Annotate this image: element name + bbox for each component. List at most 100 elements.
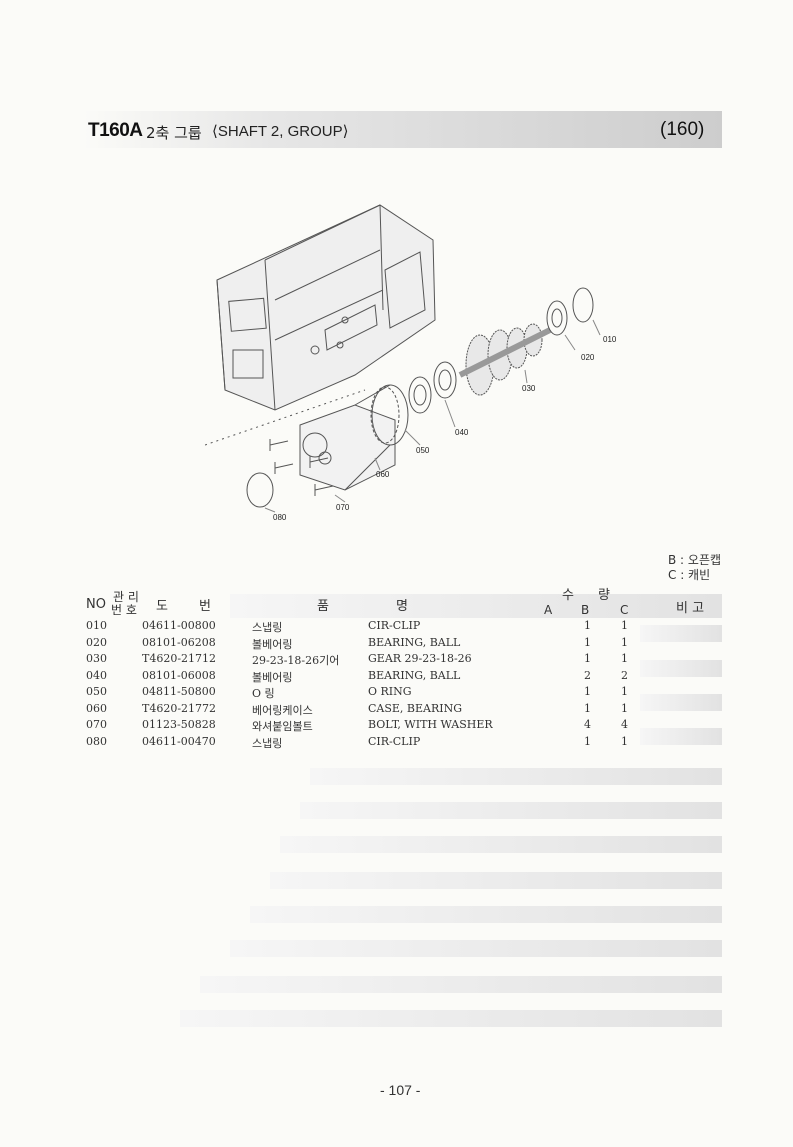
row-name-english: CIR-CLIP <box>368 619 421 632</box>
row-part-number: T4620-21772 <box>142 701 217 715</box>
row-qty-b: 1 <box>584 701 591 715</box>
transmission-housing <box>216 204 436 411</box>
row-name-korean: 스냅링 <box>252 736 283 750</box>
row-name-korean: 베어링케이스 <box>252 703 313 717</box>
callout-080: 080 <box>273 513 287 522</box>
row-shade <box>270 872 722 889</box>
row-part-number: T4620-21712 <box>142 652 217 665</box>
table-row: 060 T4620-21772 베어링케이스 CASE, BEARING 1 1 <box>84 702 644 719</box>
header-name-2: 명 <box>396 599 408 614</box>
callout-030: 030 <box>522 384 536 393</box>
row-part-number: 04611-00470 <box>142 734 216 748</box>
exploded-parts-diagram: 010 020 030 040 050 060 070 080 <box>204 190 635 530</box>
table-row: 040 08101-06008 볼베어링 BEARING, BALL 2 2 <box>84 669 644 686</box>
page-number: - 107 - <box>380 1082 421 1098</box>
row-shade <box>640 728 722 745</box>
row-shade <box>640 625 722 642</box>
legend-b: B : 오픈캡 <box>668 553 722 567</box>
header-qty-1: 수 <box>562 588 574 603</box>
bearing-040a <box>408 376 432 414</box>
callout-040: 040 <box>455 428 469 437</box>
row-name-korean: 29-23-18-26기어 <box>252 654 340 667</box>
row-shade <box>640 694 722 711</box>
callout-070: 070 <box>336 503 350 512</box>
row-name-korean: 볼베어링 <box>252 670 293 684</box>
row-qty-b: 1 <box>584 619 591 632</box>
row-qty-b: 1 <box>584 685 591 698</box>
o-ring <box>370 386 400 444</box>
row-part-number: 04611-00800 <box>142 619 216 632</box>
row-part-number: 08101-06008 <box>142 668 216 682</box>
table-row: 020 08101-06208 볼베어링 BEARING, BALL 1 1 <box>84 636 644 653</box>
table-row: 070 01123-50828 와셔붙임볼트 BOLT, WITH WASHER… <box>84 718 644 735</box>
row-shade <box>230 940 722 957</box>
row-qty-b: 1 <box>584 652 591 665</box>
row-qty-c: 1 <box>621 652 628 665</box>
circlip-080 <box>246 472 274 508</box>
row-shade <box>250 906 722 923</box>
row-shade <box>310 768 722 785</box>
row-name-korean: 와셔붙임볼트 <box>252 720 313 733</box>
row-qty-c: 2 <box>621 668 628 682</box>
gear-shaft <box>458 323 552 396</box>
row-name-english: BEARING, BALL <box>368 668 461 682</box>
row-name-english: GEAR 29-23-18-26 <box>368 652 472 665</box>
callout-060: 060 <box>376 470 390 479</box>
row-qty-b: 2 <box>584 668 591 682</box>
table-row: 010 04611-00800 스냅링 CIR-CLIP 1 1 <box>84 619 644 636</box>
row-no: 070 <box>86 718 107 731</box>
row-qty-c: 1 <box>621 701 628 715</box>
header-name-1: 품 <box>317 599 329 614</box>
callout-020: 020 <box>581 353 595 362</box>
row-qty-c: 4 <box>621 718 628 731</box>
row-no: 060 <box>86 701 107 715</box>
row-qty-c: 1 <box>621 685 628 698</box>
header-remarks: 비 고 <box>676 601 705 616</box>
header-col-c: C <box>620 603 629 617</box>
row-no: 020 <box>86 635 107 649</box>
parts-illustration: 010 020 030 040 050 060 070 080 <box>204 204 617 522</box>
row-qty-b: 4 <box>584 718 591 731</box>
bearing-020 <box>546 300 568 336</box>
row-name-korean: 볼베어링 <box>252 637 293 651</box>
row-shade <box>300 802 722 819</box>
row-name-korean: 스냅링 <box>252 621 283 634</box>
callout-010: 010 <box>603 335 617 344</box>
row-part-number: 08101-06208 <box>142 635 216 649</box>
row-name-english: BOLT, WITH WASHER <box>368 718 493 731</box>
row-name-english: CASE, BEARING <box>368 701 463 715</box>
row-shade <box>200 976 722 993</box>
row-no: 040 <box>86 668 107 682</box>
group-title-korean: 2축 그룹 <box>146 124 202 142</box>
bolts <box>269 439 334 496</box>
row-shade <box>280 836 722 853</box>
row-part-number: 01123-50828 <box>142 718 216 731</box>
section-code: (160) <box>660 119 705 140</box>
row-no: 080 <box>86 734 107 748</box>
header-mgmt-bottom: 번 호 <box>111 603 137 617</box>
header-mgmt-top: 관 리 <box>113 590 139 604</box>
bearing-040b <box>433 361 457 399</box>
header-drawing-2: 번 <box>199 599 211 614</box>
row-qty-c: 1 <box>621 734 628 748</box>
table-row: 080 04611-00470 스냅링 CIR-CLIP 1 1 <box>84 735 644 752</box>
callout-050: 050 <box>416 446 430 455</box>
row-shade <box>640 660 722 677</box>
header-drawing-1: 도 <box>156 599 168 614</box>
row-shade <box>180 1010 722 1027</box>
row-no: 010 <box>86 619 107 632</box>
legend-c: C : 캐빈 <box>668 568 711 582</box>
row-name-korean: O 링 <box>252 687 275 700</box>
row-qty-c: 1 <box>621 635 628 649</box>
row-name-english: BEARING, BALL <box>368 635 461 649</box>
row-qty-b: 1 <box>584 734 591 748</box>
header-band <box>83 111 722 148</box>
row-qty-c: 1 <box>621 619 628 632</box>
row-no: 030 <box>86 652 107 665</box>
header-col-a: A <box>544 603 553 617</box>
parts-list: 010 04611-00800 스냅링 CIR-CLIP 1 1 020 081… <box>84 619 644 751</box>
header-qty-2: 량 <box>598 588 610 603</box>
row-part-number: 04811-50800 <box>142 685 216 698</box>
header-col-b: B <box>581 603 590 617</box>
group-title-english: ⟨SHAFT 2, GROUP⟩ <box>212 123 349 140</box>
